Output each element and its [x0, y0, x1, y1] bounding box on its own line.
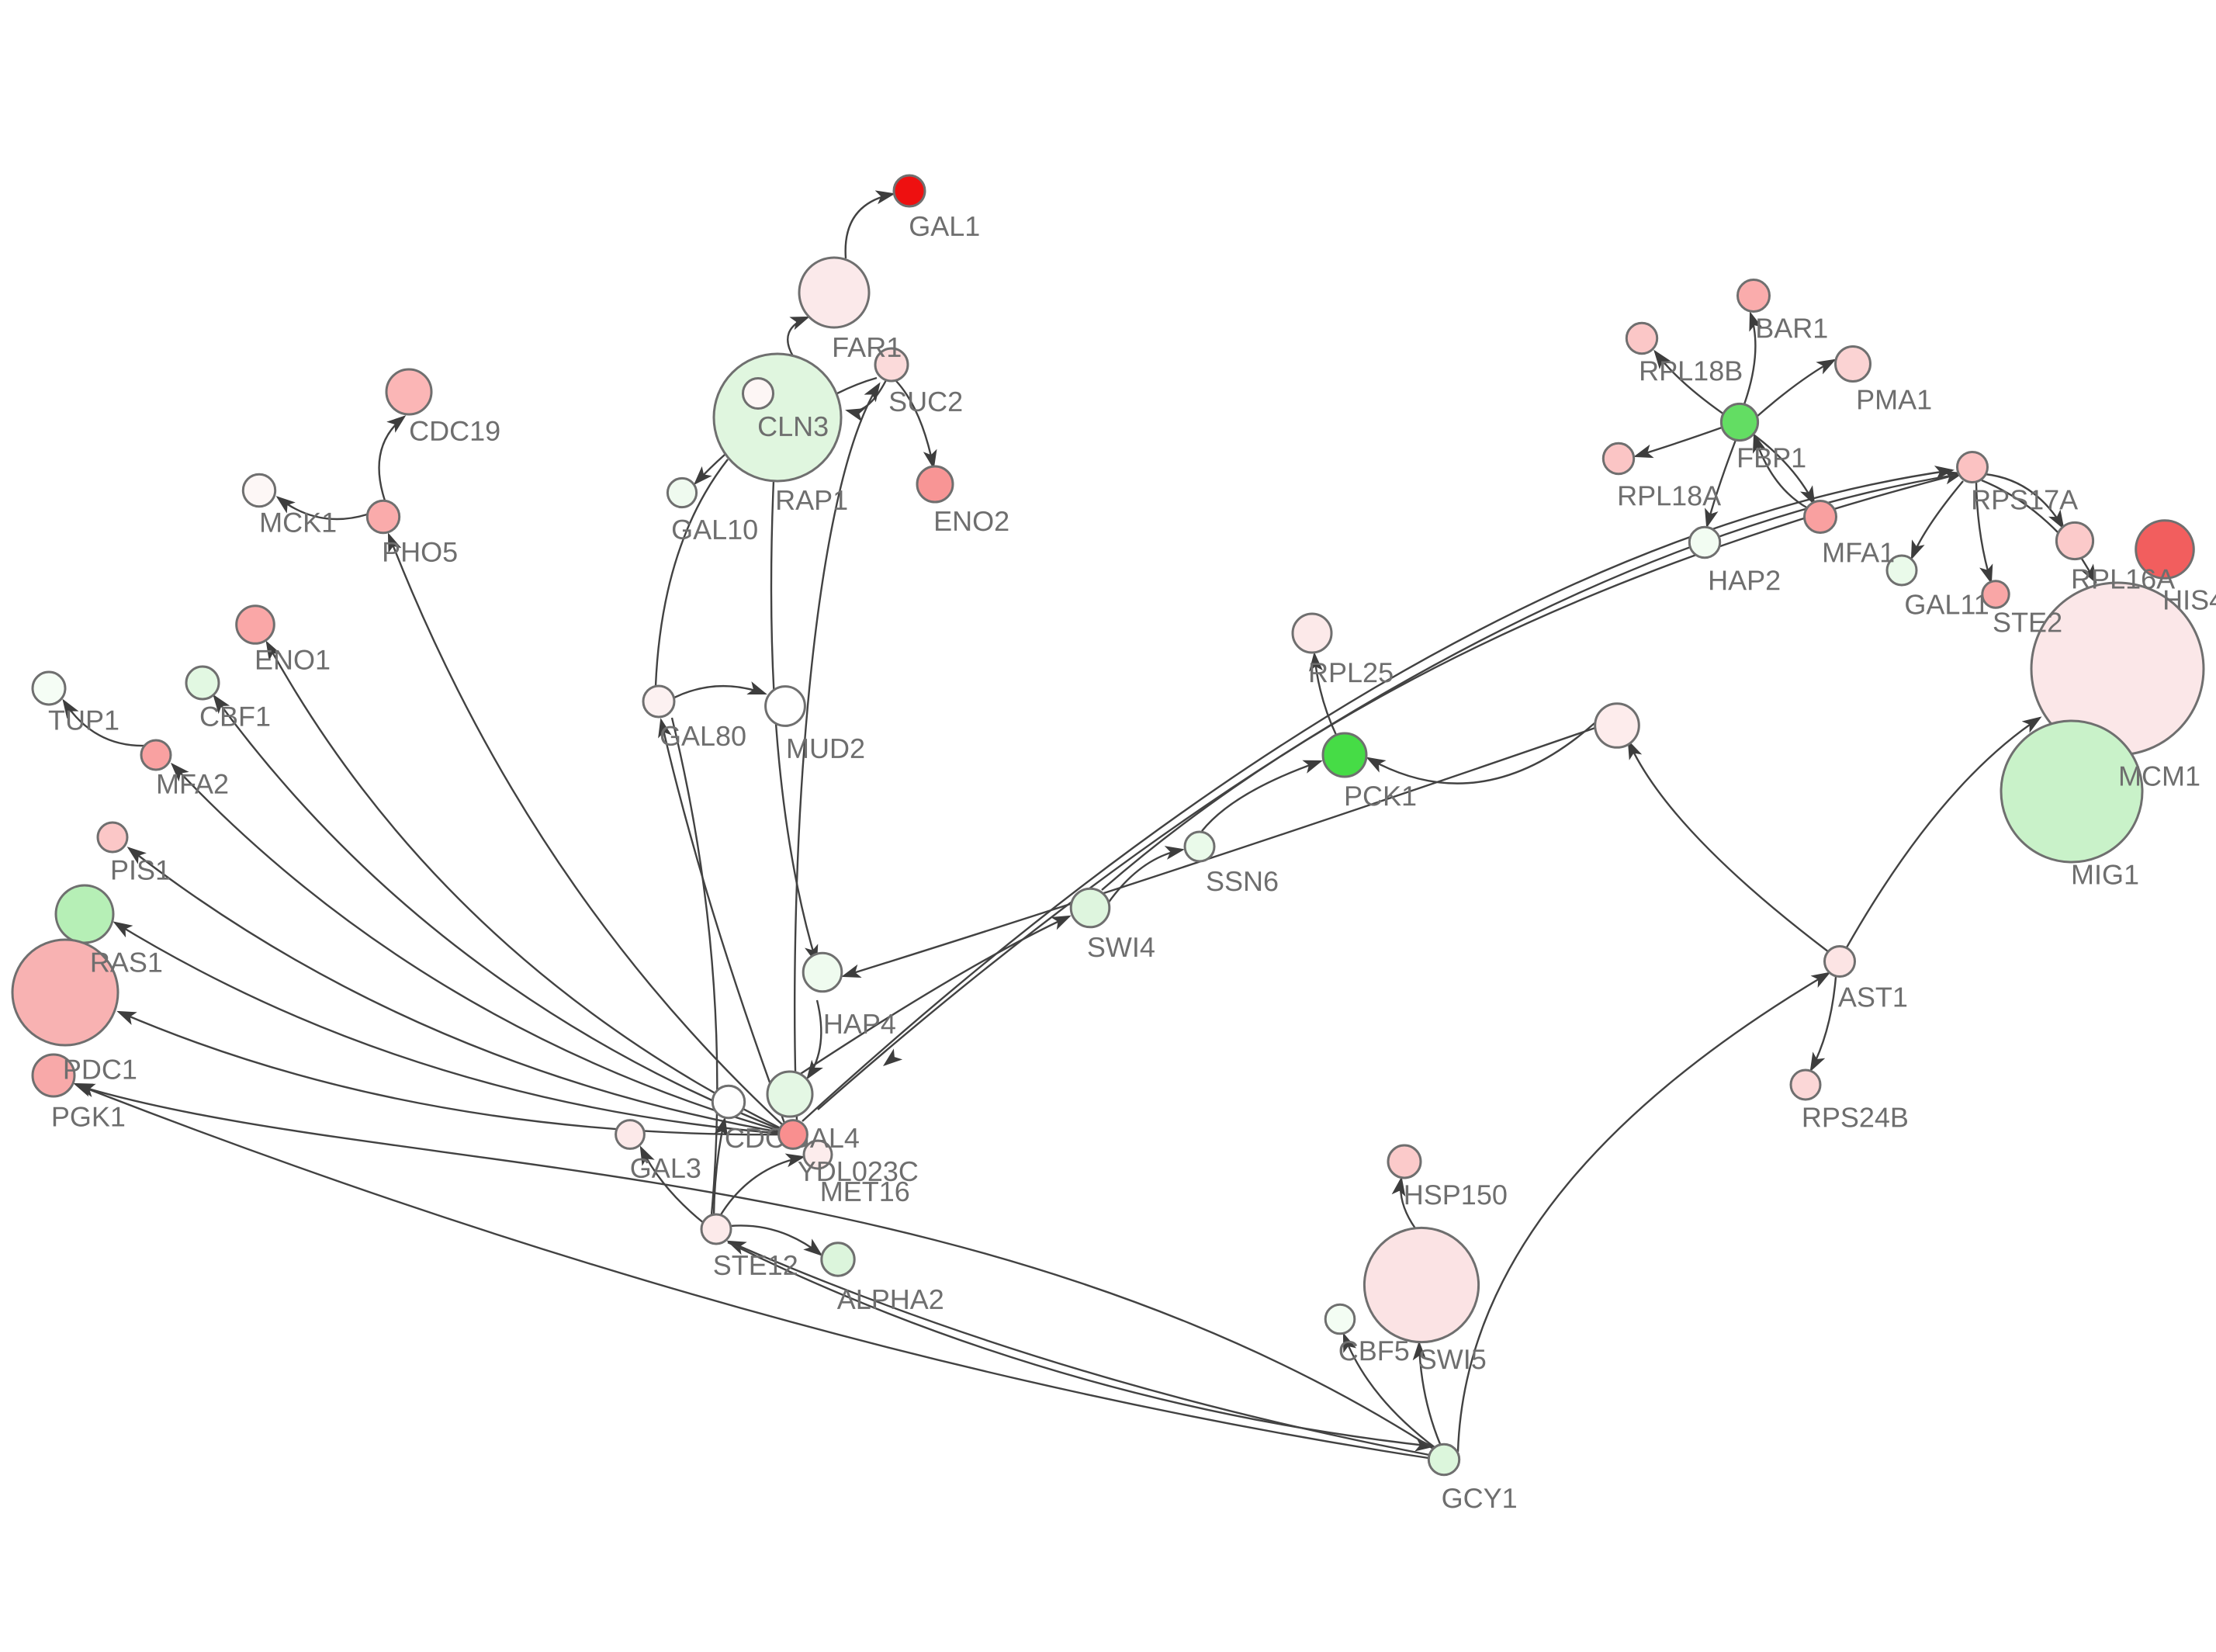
- svg-text:MFA1: MFA1: [1822, 536, 1895, 568]
- svg-text:CBF5: CBF5: [1338, 1335, 1410, 1366]
- svg-text:SWI5: SWI5: [1418, 1343, 1487, 1375]
- svg-text:CLN3: CLN3: [757, 410, 829, 442]
- svg-text:FAR1: FAR1: [832, 331, 902, 363]
- svg-text:MIG1: MIG1: [2071, 858, 2139, 890]
- svg-text:AST1: AST1: [1838, 981, 1908, 1013]
- svg-text:HAP4: HAP4: [823, 1008, 896, 1040]
- svg-text:FBP1: FBP1: [1736, 442, 1806, 473]
- svg-text:GAL80: GAL80: [660, 720, 746, 752]
- svg-text:MUD2: MUD2: [786, 732, 865, 764]
- svg-text:RPL18B: RPL18B: [1639, 355, 1743, 386]
- svg-text:RAS1: RAS1: [90, 947, 163, 978]
- svg-text:RAP1: RAP1: [775, 484, 848, 516]
- svg-text:MCK1: MCK1: [259, 507, 337, 539]
- svg-text:GAL3: GAL3: [630, 1152, 701, 1184]
- svg-text:PCK1: PCK1: [1344, 780, 1417, 812]
- svg-text:RPL16A: RPL16A: [2071, 563, 2175, 594]
- svg-text:GAL11: GAL11: [1904, 588, 1989, 620]
- svg-text:STE2: STE2: [1993, 606, 2062, 638]
- svg-text:PGK1: PGK1: [51, 1101, 126, 1133]
- svg-text:HSP150: HSP150: [1404, 1179, 1508, 1210]
- svg-text:YDL023C: YDL023C: [798, 1155, 919, 1187]
- svg-text:GCY1: GCY1: [1442, 1482, 1518, 1514]
- svg-text:RPS24B: RPS24B: [1802, 1101, 1909, 1133]
- svg-text:MCM1: MCM1: [2118, 760, 2200, 791]
- svg-text:SSN6: SSN6: [1206, 865, 1279, 897]
- svg-text:MFA2: MFA2: [156, 768, 229, 800]
- svg-text:STE12: STE12: [713, 1249, 798, 1281]
- svg-text:TUP1: TUP1: [48, 705, 119, 736]
- svg-text:ALPHA2: ALPHA2: [837, 1283, 944, 1315]
- svg-text:HIS4: HIS4: [2162, 584, 2216, 615]
- svg-text:CDC19: CDC19: [409, 415, 500, 447]
- svg-text:PMA1: PMA1: [1856, 383, 1932, 415]
- svg-text:GAL1: GAL1: [909, 210, 980, 242]
- svg-text:HAP2: HAP2: [1708, 564, 1781, 596]
- svg-text:ENO2: ENO2: [933, 505, 1009, 537]
- svg-text:MET16: MET16: [820, 1176, 910, 1207]
- svg-text:CBF1: CBF1: [199, 701, 271, 732]
- svg-text:RPL25: RPL25: [1308, 656, 1394, 688]
- svg-text:RPS17A: RPS17A: [1971, 483, 2078, 515]
- svg-text:PIS1: PIS1: [110, 854, 171, 886]
- svg-text:ENO1: ENO1: [254, 644, 331, 676]
- svg-text:BAR1: BAR1: [1755, 312, 1828, 344]
- svg-text:PDC1: PDC1: [63, 1054, 137, 1086]
- svg-text:SUC2: SUC2: [888, 386, 963, 417]
- svg-text:RPL18A: RPL18A: [1617, 480, 1721, 511]
- svg-text:GAL10: GAL10: [671, 514, 758, 545]
- svg-text:SWI4: SWI4: [1087, 931, 1155, 963]
- svg-text:PHO5: PHO5: [382, 536, 458, 568]
